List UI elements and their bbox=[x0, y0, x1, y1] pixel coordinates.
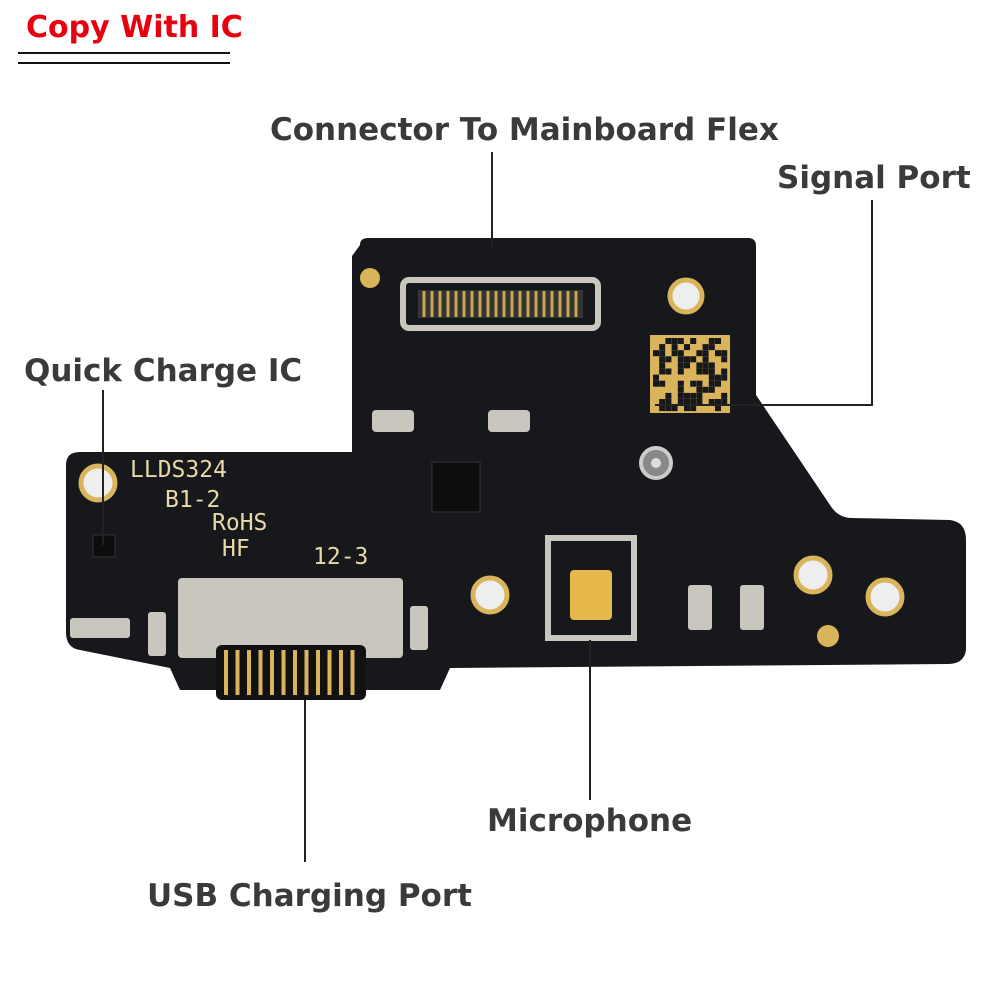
label-microphone: Microphone bbox=[487, 803, 693, 839]
mount-hole bbox=[667, 277, 705, 315]
silkscreen-rev: B1-2 bbox=[165, 487, 220, 513]
copy-with-ic-badge: Copy With IC bbox=[26, 10, 243, 45]
label-usb-port: USB Charging Port bbox=[147, 878, 472, 914]
mount-hole bbox=[78, 463, 118, 503]
label-connector: Connector To Mainboard Flex bbox=[270, 112, 779, 148]
silkscreen-date: 12-3 bbox=[313, 544, 368, 570]
flex-connector bbox=[400, 277, 601, 331]
silkscreen-hf: HF bbox=[222, 536, 250, 562]
microphone-component bbox=[545, 535, 637, 641]
mount-hole bbox=[865, 577, 905, 617]
divider bbox=[18, 62, 230, 64]
silkscreen-model: LLDS324 bbox=[130, 457, 227, 483]
usb-c-port bbox=[178, 578, 403, 658]
signal-port-leader bbox=[655, 200, 873, 406]
mount-hole bbox=[470, 575, 510, 615]
silkscreen-rohs: RoHS bbox=[212, 510, 267, 536]
pcb-board bbox=[66, 238, 966, 690]
label-quick-charge-ic: Quick Charge IC bbox=[24, 353, 303, 389]
mount-hole bbox=[793, 555, 833, 595]
label-signal-port: Signal Port bbox=[777, 160, 971, 196]
divider bbox=[18, 52, 230, 54]
